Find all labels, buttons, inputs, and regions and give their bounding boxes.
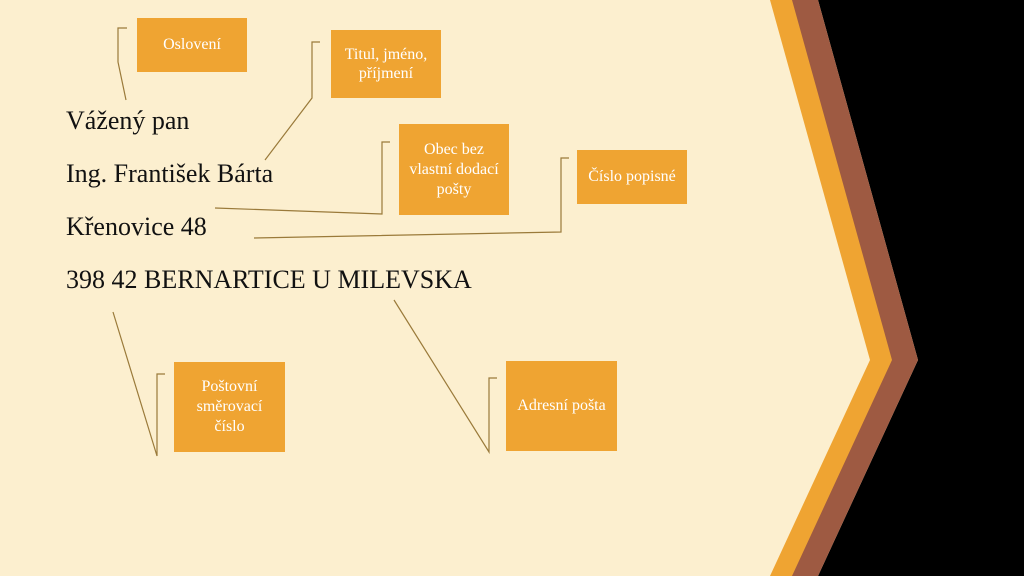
address-postal-city: 398 42 BERNARTICE U MILEVSKA <box>66 265 472 294</box>
address-salutation: Vážený pan <box>66 106 190 135</box>
connector-cislo-popisne <box>253 157 569 239</box>
connector-obec <box>214 141 390 215</box>
brown-chevron-stripe <box>790 0 918 576</box>
callout-cislo-popisne: Číslo popisné <box>577 150 687 204</box>
connector-titul <box>264 41 320 161</box>
right-black-panel <box>818 0 1024 576</box>
callout-cislo-popisne-text: Číslo popisné <box>588 168 676 185</box>
connector-psc <box>112 311 165 457</box>
callout-titul: Titul, jméno, příjmení <box>331 30 441 98</box>
callout-osloveni: Oslovení <box>137 18 247 72</box>
orange-chevron-stripe <box>770 0 892 576</box>
connector-adresni-posta <box>393 299 497 455</box>
callout-adresni-posta: Adresní pošta <box>506 361 617 451</box>
address-name: Ing. František Bárta <box>66 159 274 188</box>
callout-psc-text: Poštovní směrovací číslo <box>196 378 263 435</box>
callout-osloveni-text: Oslovení <box>163 36 221 53</box>
callout-adresni-posta-text: Adresní pošta <box>517 397 606 414</box>
callout-titul-text: Titul, jméno, příjmení <box>344 46 428 82</box>
connector-osloveni <box>117 27 127 101</box>
callout-obec: Obec bez vlastní dodací pošty <box>399 124 509 215</box>
callout-psc: Poštovní směrovací číslo <box>174 362 285 452</box>
address-street: Křenovice 48 <box>66 212 207 241</box>
callout-obec-text: Obec bez vlastní dodací pošty <box>409 140 499 198</box>
